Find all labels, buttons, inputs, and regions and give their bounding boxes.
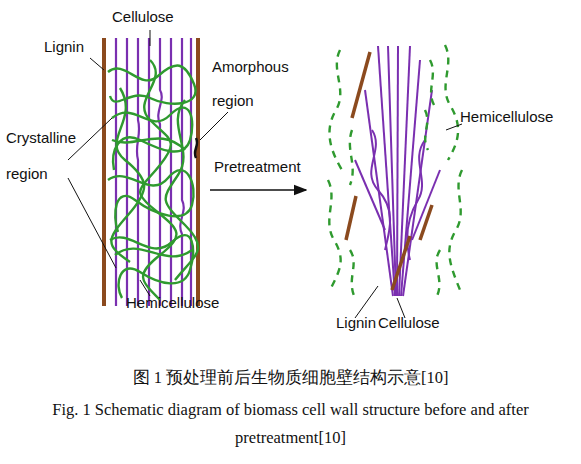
part-label: Crystalline region: [6, 120, 96, 192]
process-arrow: [210, 189, 306, 191]
caption-english: Fig. 1 Schematic diagram of biomass cell…: [4, 396, 577, 452]
part-label: Cellulose: [378, 306, 468, 340]
leader-lines: [68, 30, 462, 318]
cellulose-loose: [355, 46, 440, 296]
part-label: Amorphous region: [212, 50, 302, 118]
lignin-fragments: [346, 52, 432, 290]
hemicellulose-network: [108, 60, 198, 300]
part-label: Cellulose: [112, 0, 202, 34]
figure-caption: 图 1 预处理前后生物质细胞壁结构示意[10]: [0, 364, 581, 392]
lignin-wall: [104, 38, 198, 306]
part-label: Hemicellulose: [126, 286, 246, 320]
part-label: Hemicellulose: [460, 100, 580, 134]
part-label: Pretreatment: [214, 150, 324, 184]
hemicellulose-fragments: [328, 45, 462, 300]
part-label: Lignin: [44, 30, 104, 64]
